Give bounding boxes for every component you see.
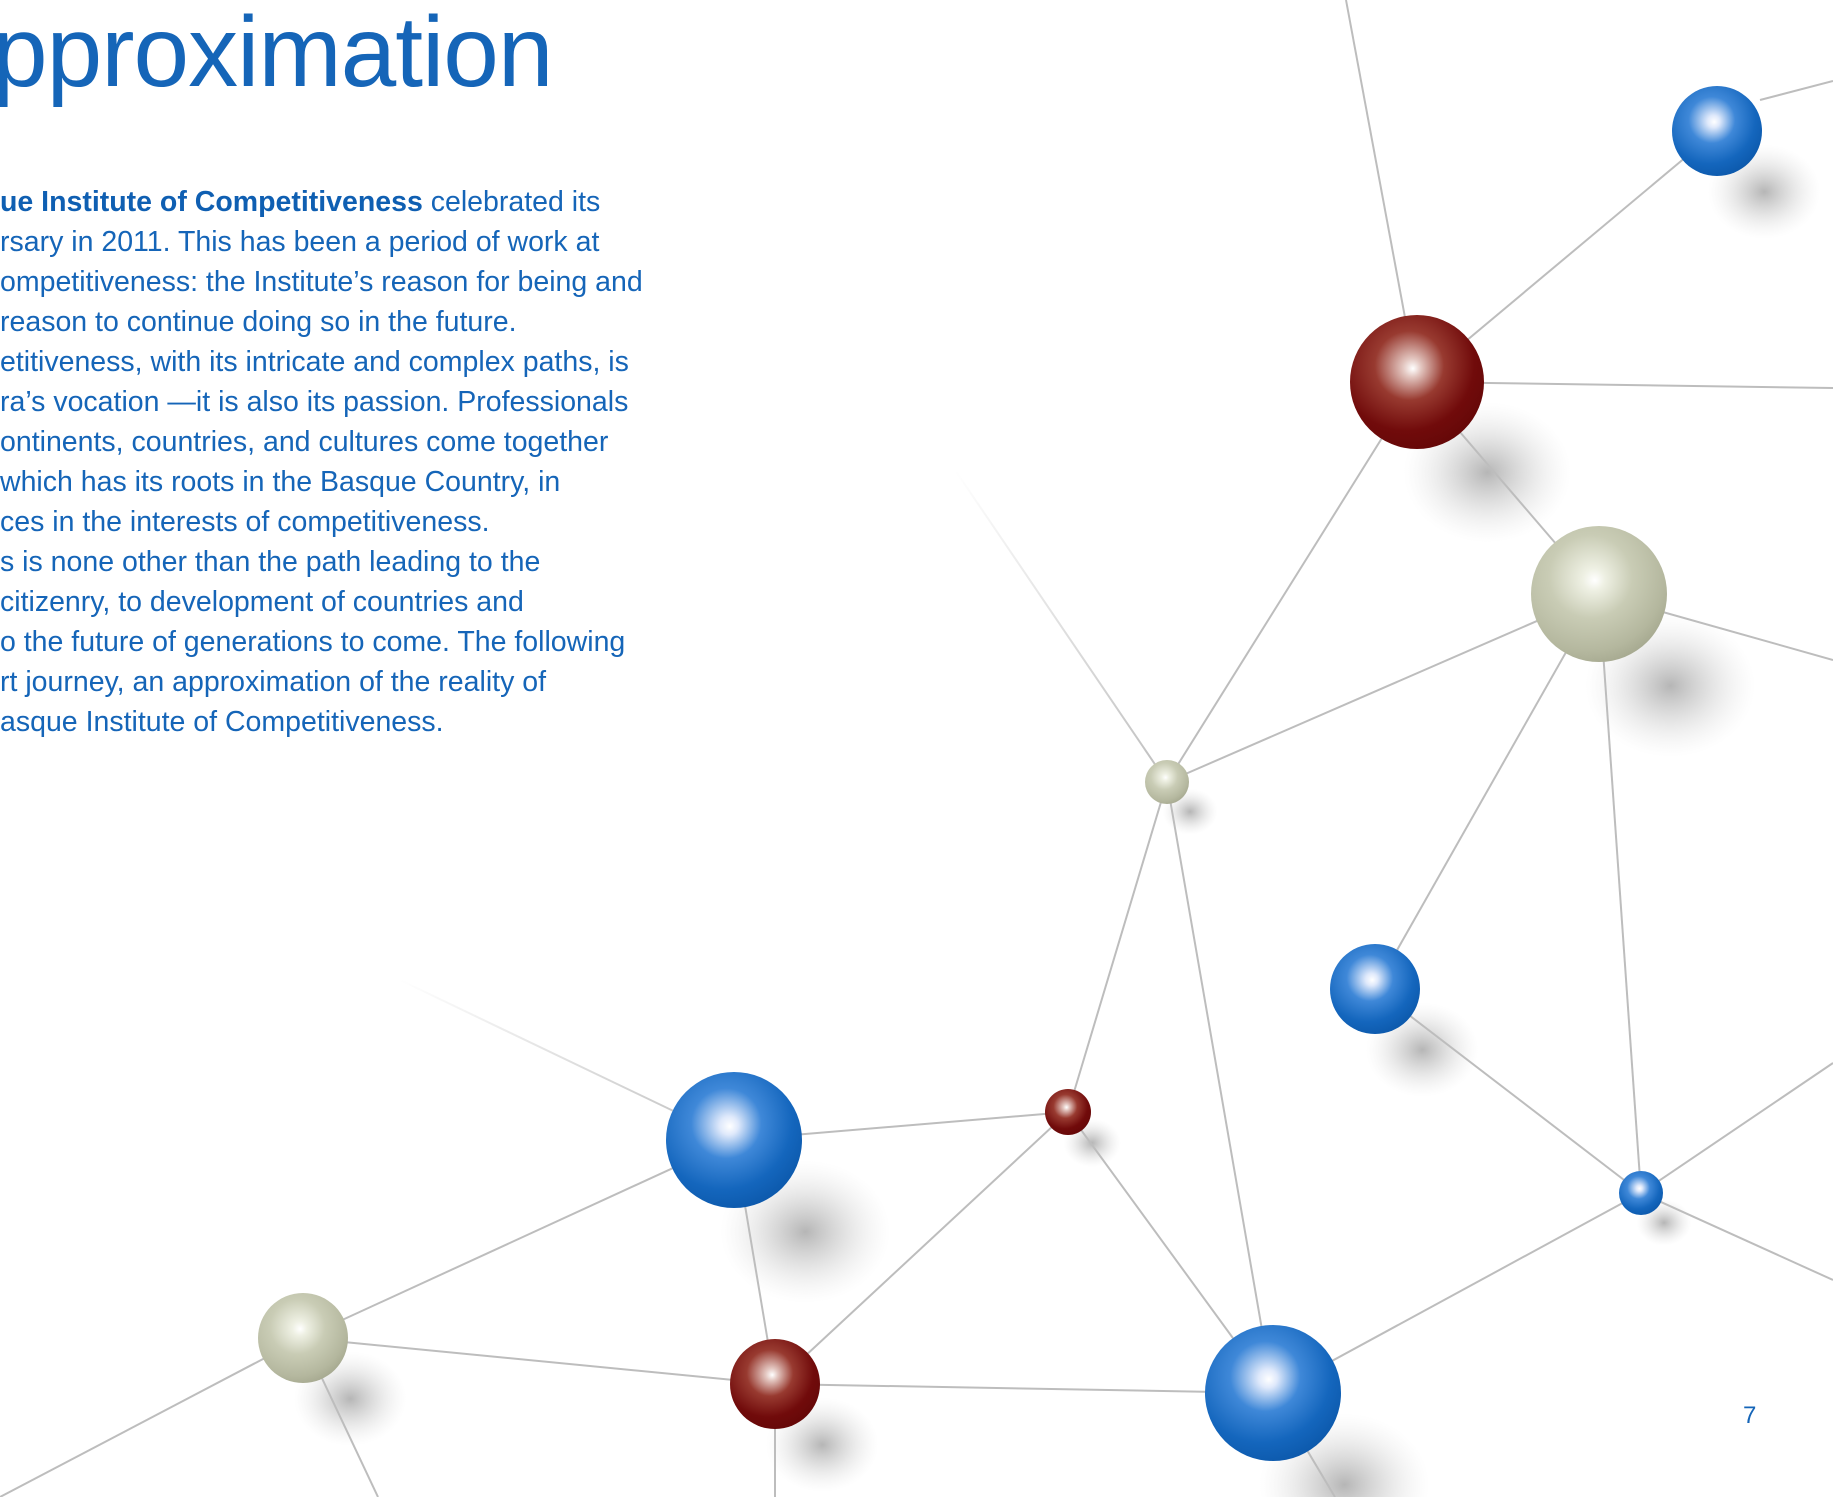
- network-edge: [774, 1111, 1069, 1385]
- intro-first-line-rest: celebrated its: [422, 186, 601, 218]
- intro-line: ontinents, countries, and cultures come …: [0, 426, 609, 458]
- page-number: 7: [1743, 1402, 1757, 1429]
- network-edge: [1640, 1192, 1833, 1281]
- network-edge: [1640, 1062, 1833, 1194]
- network-edge: [1374, 593, 1600, 990]
- network-edge: [1374, 988, 1642, 1194]
- intro-line: etitiveness, with its intricate and comp…: [0, 346, 629, 378]
- intro-line: ra’s vocation —it is also its passion. P…: [0, 386, 629, 418]
- network-edge: [302, 1139, 735, 1339]
- page-title: pproximation: [0, 0, 554, 108]
- intro-line: citizenry, to development of countries a…: [0, 586, 524, 618]
- blue-sphere: [1330, 944, 1420, 1034]
- intro-first-line: ue Institute of Competitiveness celebrat…: [0, 182, 680, 222]
- network-edge: [1416, 381, 1833, 389]
- blue-sphere: [1619, 1171, 1663, 1215]
- intro-line: s is none other than the path leading to…: [0, 546, 541, 578]
- network-spheres: [258, 86, 1762, 1461]
- red-sphere: [730, 1339, 820, 1429]
- network-edge: [1166, 781, 1274, 1394]
- network-edge: [0, 1337, 304, 1497]
- gray-sphere: [1531, 526, 1667, 662]
- red-sphere: [1350, 315, 1484, 449]
- intro-line: rsary in 2011. This has been a period of…: [0, 226, 600, 258]
- blue-sphere: [666, 1072, 802, 1208]
- blue-sphere: [1205, 1325, 1341, 1461]
- network-edge: [774, 1383, 1274, 1394]
- intro-line: reason to continue doing so in the futur…: [0, 306, 517, 338]
- intro-line: ompetitiveness: the Institute’s reason f…: [0, 266, 643, 298]
- intro-line: o the future of generations to come. The…: [0, 626, 626, 658]
- network-edge: [1272, 1192, 1642, 1394]
- network-edge: [1759, 80, 1833, 101]
- intro-paragraph: ue Institute of Competitiveness celebrat…: [0, 182, 680, 742]
- gray-sphere: [258, 1293, 348, 1383]
- network-edge: [1166, 593, 1600, 783]
- network-edge: [1598, 593, 1642, 1194]
- intro-line: rt journey, an approximation of the real…: [0, 666, 547, 698]
- gray-sphere: [1145, 760, 1189, 804]
- red-sphere: [1045, 1089, 1091, 1135]
- intro-line: asque Institute of Competitiveness.: [0, 706, 444, 738]
- network-edge: [1166, 381, 1418, 783]
- network-edge: [954, 469, 1168, 783]
- intro-line: ces in the interests of competitiveness.: [0, 506, 490, 538]
- intro-line: which has its roots in the Basque Countr…: [0, 466, 561, 498]
- blue-sphere: [1672, 86, 1762, 176]
- network-edge: [302, 1337, 776, 1385]
- institute-name-highlight: ue Institute of Competitiveness: [0, 186, 423, 218]
- network-edge: [1067, 781, 1168, 1113]
